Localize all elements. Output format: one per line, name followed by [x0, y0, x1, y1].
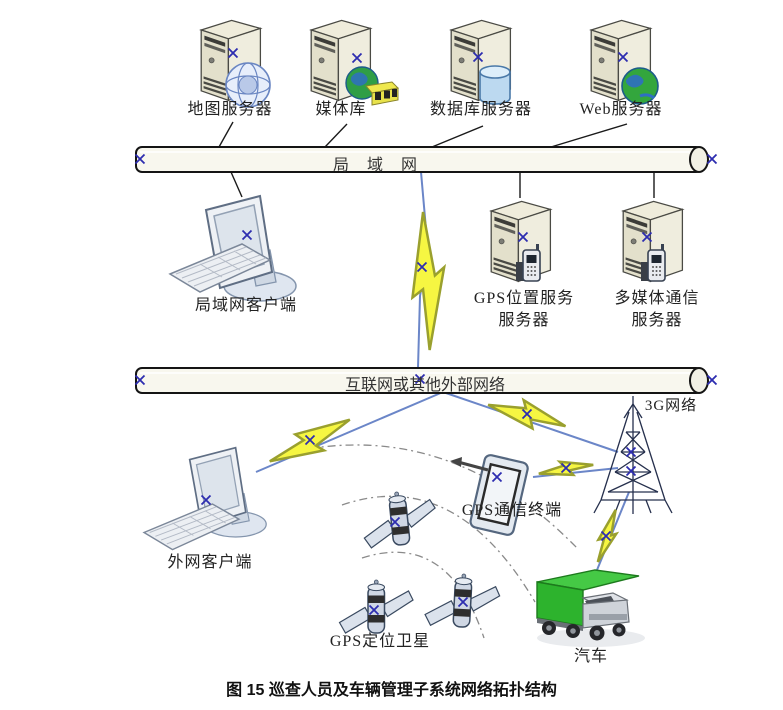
label-lan-client: 局域网客户端 — [194, 297, 298, 314]
label-gps-terminal: GPS通信终端 — [461, 502, 563, 519]
label-lan-bus: 局域网 — [332, 157, 436, 174]
link-map-server — [218, 121, 234, 148]
map-server-icon — [200, 19, 271, 108]
lan-bus — [135, 146, 709, 173]
link-lan-client — [230, 171, 243, 198]
link-media-library — [324, 123, 348, 148]
signal-arc-inner — [361, 551, 485, 639]
label-map-server: 地图服务器 — [187, 101, 273, 118]
lan-client-icon — [169, 195, 297, 302]
signal-arc-outer — [291, 444, 578, 549]
lightning-lan-internet — [410, 210, 446, 352]
database-server-icon — [450, 19, 512, 105]
link-terminal-3g-tower — [532, 467, 619, 478]
multimedia-server-icon — [622, 200, 684, 283]
label-web-server: Web服务器 — [579, 101, 663, 118]
link-internet-external-client — [255, 391, 444, 473]
web-server-icon — [590, 19, 659, 105]
label-multimedia-server-2: 服务器 — [631, 312, 683, 329]
vehicle-truck-icon — [536, 569, 645, 647]
label-multimedia-server-1: 多媒体通信 — [614, 290, 700, 307]
label-gps-service-server-2: 服务器 — [498, 312, 550, 329]
signal-arc-middle — [341, 495, 536, 603]
media-library-icon — [310, 19, 400, 106]
label-media-library: 媒体库 — [315, 101, 367, 118]
label-vehicle: 汽车 — [573, 648, 609, 665]
lan-wired-links — [218, 121, 655, 198]
label-external-client: 外网客户端 — [167, 554, 253, 571]
label-database-server: 数据库服务器 — [429, 101, 533, 118]
label-gps-satellites: GPS定位卫星 — [329, 633, 431, 650]
satellite-signal-arcs — [291, 444, 578, 639]
link-web-server — [550, 123, 628, 148]
gps-service-server-icon — [490, 200, 552, 283]
label-internet-bus: 互联网或其他外部网络 — [344, 377, 506, 394]
label-gps-service-server-1: GPS位置服务 — [473, 290, 575, 307]
figure-caption: 图 15 巡查人员及车辆管理子系统网络拓扑结构 — [226, 682, 557, 699]
link-database-server — [431, 125, 484, 148]
gps-terminal-icon — [450, 454, 529, 536]
label-3g-network: 3G网络 — [644, 398, 698, 414]
